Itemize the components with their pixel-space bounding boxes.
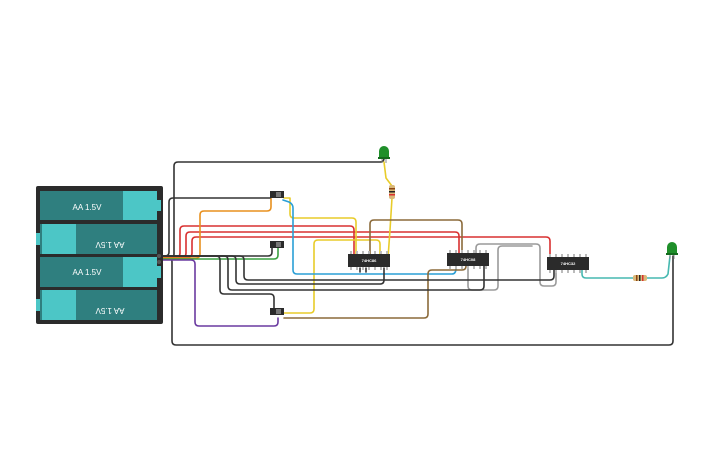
ic-chip-2-label: 74HC08 [461,257,476,262]
wire-gray-2[interactable] [467,245,533,291]
wire-yellow-1[interactable] [283,197,357,259]
wire-gray[interactable] [475,243,557,287]
slide-switch-3[interactable] [270,308,284,315]
wire-orange[interactable] [159,197,272,259]
battery-cell-4[interactable]: AA 1.5V [36,290,157,320]
battery-cell-2[interactable]: AA 1.5V [36,224,157,254]
battery-cell-3[interactable]: AA 1.5V [40,257,161,287]
ic-chip-2[interactable]: 74HC08 [447,250,489,269]
slide-switch-2[interactable] [270,241,284,248]
wire-yellow-led[interactable] [383,161,393,187]
ic-chip-1[interactable]: 74HC86 [348,251,390,270]
battery-cell-2-label: AA 1.5V [95,240,125,249]
wire-brown-top[interactable] [369,219,463,259]
wire-black-switch1[interactable] [159,197,271,257]
battery-cell-1[interactable]: AA 1.5V [40,191,161,220]
wire-blue[interactable] [282,199,457,275]
slide-switch-1[interactable] [270,191,284,198]
wire-black-5[interactable] [159,255,385,285]
ic-chip-3-label: 74HC32 [561,261,576,266]
wire-yellow-resistor[interactable] [387,197,393,259]
resistor-1[interactable] [389,185,395,199]
wire-black-switch2[interactable] [159,245,273,257]
led-green-1[interactable] [378,146,390,163]
wire-brown[interactable] [283,265,467,319]
wire-black-bottom-loop[interactable] [159,255,674,346]
wire-green[interactable] [159,245,279,260]
wire-red-1[interactable] [159,225,355,259]
battery-cell-1-label: AA 1.5V [73,203,103,212]
battery-terminal-positive[interactable] [157,260,161,264]
wire-red-2[interactable] [159,231,460,258]
resistor-2[interactable] [633,275,647,281]
ic-chip-1-label: 74HC86 [362,258,377,263]
wire-teal-led[interactable] [645,255,671,279]
wire-teal[interactable] [581,267,635,279]
wire-black-6[interactable] [159,255,555,281]
battery-cell-4-label: AA 1.5V [95,306,125,315]
battery-terminal-negative[interactable] [157,254,161,258]
wire-purple[interactable] [159,259,279,327]
wire-yellow-2[interactable] [283,239,381,314]
wire-black-3[interactable] [159,255,275,311]
wires [159,157,674,346]
wire-black-4[interactable] [159,255,485,291]
ic-chip-3[interactable]: 74HC32 [547,254,589,273]
wire-chip-links[interactable] [359,267,367,273]
battery-pack[interactable]: AA 1.5V AA 1.5V AA 1.5V AA 1.5V [36,186,163,324]
led-green-2[interactable] [666,242,678,259]
battery-cell-3-label: AA 1.5V [73,268,103,277]
